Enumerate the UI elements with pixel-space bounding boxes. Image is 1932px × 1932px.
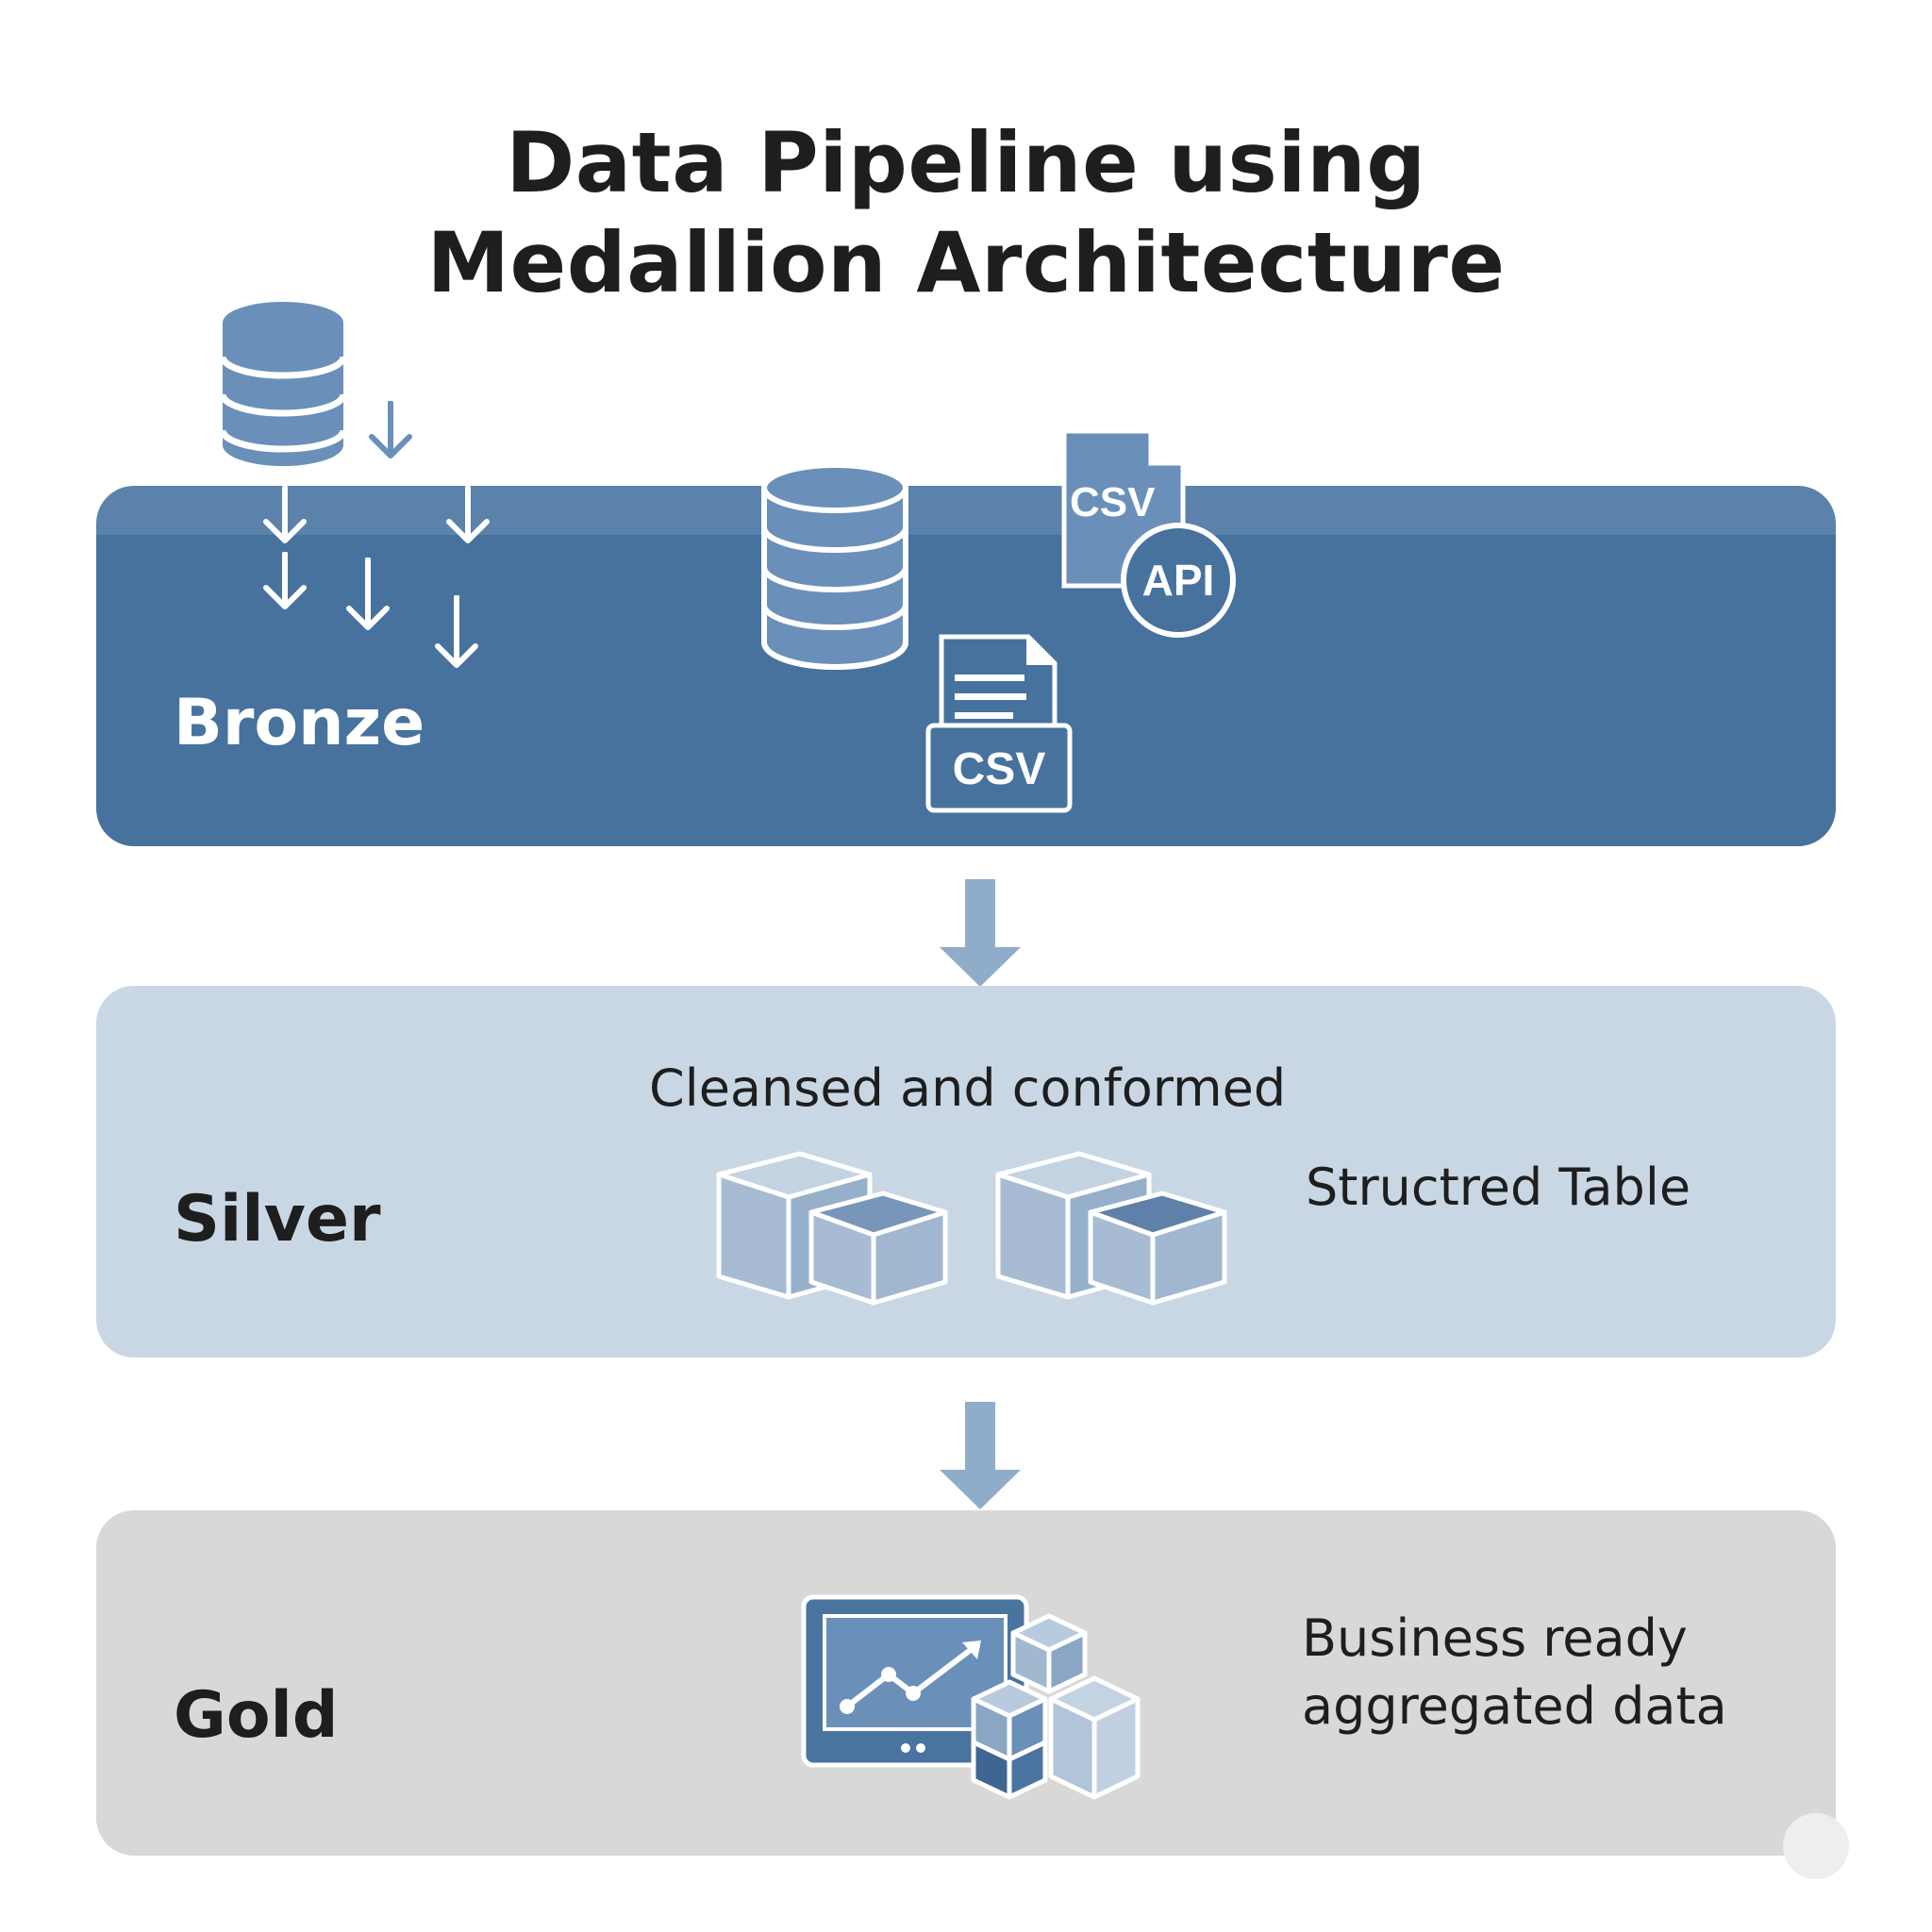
down-arrow-icon <box>435 595 478 668</box>
database-icon <box>219 302 347 466</box>
title-line-1: Data Pipeline using <box>506 114 1426 211</box>
flow-arrow-icon <box>940 1402 1021 1509</box>
database-icon <box>761 463 908 670</box>
gold-side-line-2: aggregated data <box>1302 1676 1727 1736</box>
silver-caption: Cleansed and conformed <box>649 1058 1287 1118</box>
cube-stack-icon <box>971 1613 1141 1800</box>
csv-label: CSV <box>1070 479 1156 525</box>
flow-arrow-icon <box>940 879 1021 987</box>
cube-group-icon <box>995 1151 1227 1306</box>
silver-label: Silver <box>174 1182 381 1257</box>
gold-side-text: Business ready aggregated data <box>1302 1605 1830 1740</box>
gold-layer: Business ready aggregated data Gold <box>96 1510 1836 1856</box>
down-arrow-icon <box>369 401 412 458</box>
api-icon: API <box>1121 523 1236 638</box>
bronze-layer: CSV API CSV Bronze <box>96 428 1836 846</box>
title-line-2: Medallion Architecture <box>426 214 1506 311</box>
gold-label: Gold <box>174 1678 339 1753</box>
gold-side-line-1: Business ready <box>1302 1608 1688 1668</box>
down-arrow-icon <box>263 486 307 543</box>
down-arrow-icon <box>346 558 390 630</box>
csv-label: CSV <box>953 744 1046 794</box>
csv-folder-icon: CSV <box>925 634 1073 813</box>
down-arrow-icon <box>263 552 307 609</box>
down-arrow-icon <box>446 486 490 543</box>
bronze-label: Bronze <box>174 686 425 760</box>
page-title: Data Pipeline using Medallion Architectu… <box>0 113 1932 313</box>
silver-layer: Cleansed and conformed Structred Table S… <box>96 986 1836 1357</box>
watermark-badge <box>1783 1813 1849 1879</box>
silver-side-text: Structred Table <box>1306 1158 1691 1217</box>
cube-group-icon <box>716 1151 948 1306</box>
api-label: API <box>1142 556 1215 605</box>
